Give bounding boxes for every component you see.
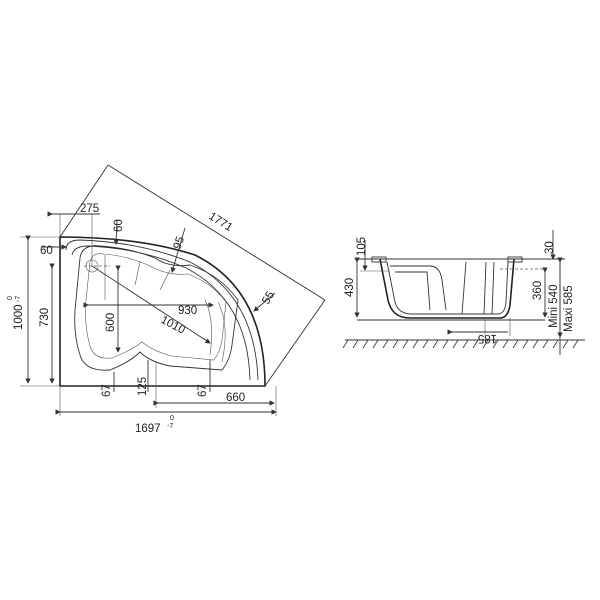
side-line <box>483 261 487 315</box>
label-1000: 1000 <box>13 304 25 330</box>
label-95: 95 <box>172 235 188 251</box>
label-60-left: 60 <box>40 245 53 257</box>
label-1000-tol-lower: -7 <box>15 296 22 302</box>
side-view: 105 430 30 360 Mini 540 Maxi 585 185 <box>342 230 585 355</box>
rim-band-inner <box>71 245 251 381</box>
tub-outer-outline <box>59 236 266 387</box>
label-360: 360 <box>532 281 544 300</box>
basin-inner-outline <box>85 253 227 361</box>
label-1697-tol-upper: 0 <box>170 415 174 422</box>
label-1697: 1697 <box>135 423 161 435</box>
backrest-line <box>217 301 226 363</box>
label-55: 55 <box>260 289 277 306</box>
label-930: 930 <box>178 305 197 317</box>
label-600: 600 <box>105 313 117 332</box>
label-660: 660 <box>226 392 245 404</box>
diagonal-1771-line <box>107 164 326 301</box>
right-guide <box>264 299 326 387</box>
label-60-top: 60 <box>113 219 125 232</box>
label-105: 105 <box>356 237 368 256</box>
seat-line <box>134 261 141 286</box>
dim-55 <box>253 292 276 312</box>
label-1771: 1771 <box>206 210 234 234</box>
rim-lip-left <box>371 256 387 263</box>
dim-95 <box>170 227 186 273</box>
tub-side-inner <box>386 261 509 315</box>
label-1010: 1010 <box>159 314 187 337</box>
basin-outline <box>74 245 239 371</box>
label-maxi-585: Maxi 585 <box>563 285 575 332</box>
label-1000-tol-upper: 0 <box>7 296 14 300</box>
label-30: 30 <box>544 241 556 254</box>
dim-1010 <box>91 265 211 344</box>
backrest-line <box>204 299 212 356</box>
label-67-right: 67 <box>197 384 209 397</box>
rim-band-outer <box>65 239 259 381</box>
side-line <box>491 261 495 315</box>
seat-line <box>159 269 171 291</box>
label-67-left: 67 <box>101 384 113 397</box>
dim-60-top <box>113 219 119 245</box>
label-mini-540: Mini 540 <box>548 285 560 328</box>
seat-step <box>390 265 447 311</box>
label-1697-tol-lower: -7 <box>167 423 173 430</box>
tub-side-outline <box>379 258 515 319</box>
corner-guide <box>59 164 109 238</box>
label-430: 430 <box>344 278 356 297</box>
label-185: 185 <box>478 332 497 344</box>
floor-hatch <box>342 339 579 349</box>
rim-lip-right <box>507 256 523 263</box>
label-730: 730 <box>39 308 51 327</box>
label-125: 125 <box>137 377 149 396</box>
plan-view: 275 60 60 95 1771 55 930 1010 600 730 10… <box>7 164 326 435</box>
label-275: 275 <box>80 203 99 215</box>
seat-step-inner <box>395 271 431 311</box>
side-line <box>461 261 467 315</box>
